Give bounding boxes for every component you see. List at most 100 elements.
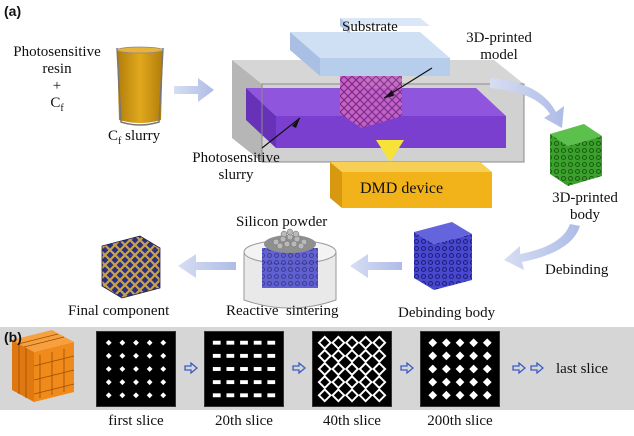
arrow-to-vat — [174, 78, 214, 102]
slice-mark — [455, 377, 465, 387]
slice-mark — [317, 388, 332, 403]
slice-mark — [344, 335, 360, 350]
slice-mark — [428, 351, 438, 361]
slice-mark — [469, 377, 479, 387]
slice-arrow-5 — [530, 362, 544, 374]
slice-mark — [253, 340, 262, 345]
lattice-cube-overlay — [12, 330, 75, 402]
slice-mark — [372, 388, 387, 403]
slice-mark — [469, 351, 479, 361]
slice-mark — [372, 348, 387, 364]
slice-mark — [212, 367, 221, 371]
cf-slurry-base: C — [108, 128, 119, 144]
slice-mark — [212, 380, 221, 385]
slice-mark — [372, 374, 387, 390]
dmd-device-label: DMD device — [360, 180, 444, 197]
slice-mark — [331, 348, 346, 364]
slice-mark — [105, 379, 112, 386]
printed-body-line1: 3D-printed — [552, 190, 618, 206]
beaker-icon — [116, 46, 164, 126]
slice-mark — [372, 361, 387, 377]
slice-mark — [482, 390, 492, 400]
slice-mark — [133, 392, 139, 399]
slice-mark — [133, 352, 139, 359]
slice-mark — [441, 377, 451, 387]
slice-mark — [267, 340, 276, 345]
slice-arrow-2 — [292, 362, 306, 374]
photosensitive-slurry-line1: Photosensitive — [192, 150, 280, 166]
slice-mark — [358, 374, 373, 390]
slice-mark — [253, 367, 262, 371]
slice-mark — [226, 340, 235, 345]
slice-mark — [160, 366, 167, 372]
slice-mark — [428, 338, 438, 348]
slice-mark — [105, 352, 112, 359]
slice-mark — [267, 380, 276, 385]
slice-label-200th: 200th slice — [427, 413, 493, 429]
slice-mark — [372, 335, 387, 350]
panel-a-label: (a) — [4, 3, 22, 19]
slice-mark — [226, 353, 235, 358]
slice-mark — [358, 348, 373, 364]
plus-sign: + — [52, 78, 62, 94]
slice-pattern-20th — [212, 340, 276, 398]
photosensitive-resin-line2: resin — [42, 61, 72, 77]
slice-pattern-first — [105, 339, 167, 399]
printed-body-cube — [550, 124, 602, 186]
slice-mark — [226, 393, 235, 398]
slice-mark — [105, 366, 112, 372]
slice-mark — [331, 361, 346, 377]
slice-arrow-3 — [400, 362, 414, 374]
final-component-label: Final component — [68, 303, 170, 319]
slice-mark — [105, 339, 112, 346]
slice-mark — [267, 393, 276, 398]
slice-mark — [146, 379, 153, 386]
last-slice-label: last slice — [556, 361, 609, 377]
slice-pattern-200th — [428, 338, 492, 400]
slice-mark — [105, 392, 112, 399]
slice-mark — [441, 351, 451, 361]
slice-mark — [240, 393, 248, 398]
slice-arrow-4 — [512, 362, 526, 374]
slice-mark — [441, 338, 451, 348]
slice-40th — [312, 331, 392, 407]
substrate-block — [290, 18, 450, 76]
slice-mark — [428, 377, 438, 387]
arrow-to-final — [178, 254, 236, 278]
slice-mark — [119, 392, 126, 399]
slice-mark — [358, 335, 373, 350]
slice-mark — [119, 352, 126, 359]
final-component-cube — [101, 235, 161, 299]
slice-mark — [317, 348, 332, 364]
slice-mark — [469, 338, 479, 348]
printed-body-line2: body — [570, 207, 600, 223]
slice-mark — [344, 361, 360, 377]
slice-20th — [204, 331, 284, 407]
slice-first — [96, 331, 176, 407]
slurry-pointer — [261, 117, 301, 149]
slice-mark — [469, 390, 479, 400]
slice-mark — [119, 339, 126, 346]
panel-b-label: (b) — [4, 329, 22, 345]
slice-mark — [482, 338, 492, 348]
light-cone — [376, 140, 404, 162]
slice-mark — [331, 335, 346, 350]
slice-mark — [455, 390, 465, 400]
debinding-label: Debinding — [545, 262, 609, 278]
slice-mark — [358, 361, 373, 377]
slice-mark — [344, 348, 360, 364]
debinding-body-label: Debinding body — [398, 305, 496, 321]
photosensitive-slurry-line2: slurry — [218, 167, 254, 183]
slice-mark — [253, 393, 262, 398]
slice-mark — [160, 392, 167, 399]
slice-mark — [133, 379, 139, 386]
sintering-crucible — [243, 228, 337, 309]
slice-mark — [212, 353, 221, 358]
slice-mark — [119, 379, 126, 386]
silicon-powder-label: Silicon powder — [236, 214, 328, 230]
cf-slurry-sub: f — [118, 136, 122, 147]
slice-mark — [482, 377, 492, 387]
slice-mark — [226, 367, 235, 371]
substrate-label: Substrate — [342, 19, 398, 35]
